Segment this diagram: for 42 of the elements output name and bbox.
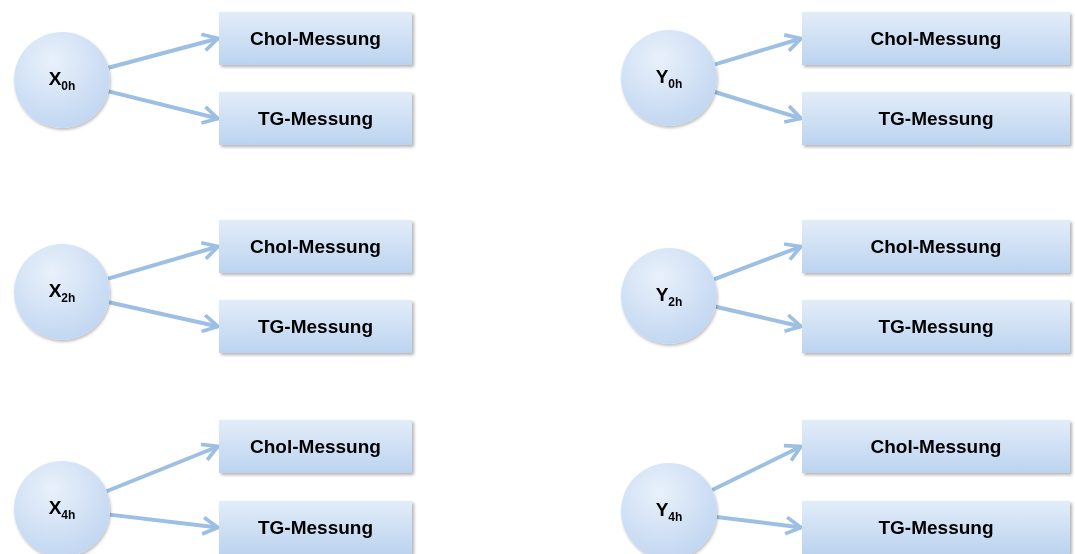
node-label: Y$_{2h}$ bbox=[655, 283, 683, 309]
node-label: X$_{2h}$ bbox=[48, 279, 76, 305]
node-label: Chol-Messung bbox=[870, 27, 1002, 50]
arrow bbox=[714, 33, 803, 67]
node-label: Chol-Messung bbox=[870, 435, 1002, 458]
arrow bbox=[107, 240, 220, 281]
node-label: TG-Messung bbox=[878, 107, 994, 130]
node-label: Chol-Messung bbox=[250, 435, 381, 458]
process-box bbox=[802, 420, 1070, 473]
node-label: X$_{4h}$ bbox=[48, 496, 76, 522]
node-label: TG-Messung bbox=[257, 107, 374, 130]
process-box bbox=[802, 12, 1070, 65]
process-box bbox=[219, 300, 412, 353]
process-box bbox=[219, 92, 412, 145]
node-label: Chol-Messung bbox=[250, 235, 381, 258]
process-box bbox=[219, 12, 412, 65]
arrow bbox=[105, 442, 220, 494]
process-box bbox=[802, 501, 1070, 554]
node-label: TG-Messung bbox=[257, 315, 374, 338]
arrow bbox=[108, 89, 220, 125]
node-label: X$_{0h}$ bbox=[48, 67, 76, 93]
process-box bbox=[802, 92, 1070, 145]
arrow bbox=[714, 90, 803, 124]
arrow bbox=[716, 514, 803, 536]
node-label: Chol-Messung bbox=[870, 235, 1002, 258]
arrow bbox=[107, 32, 220, 70]
node-label: TG-Messung bbox=[878, 516, 994, 539]
node-label: Chol-Messung bbox=[250, 27, 381, 50]
process-box bbox=[219, 220, 412, 273]
arrow bbox=[711, 443, 803, 492]
arrow bbox=[715, 304, 803, 334]
process-box bbox=[802, 300, 1070, 353]
process-box bbox=[219, 501, 412, 554]
node-label: Y$_{0h}$ bbox=[655, 65, 683, 91]
node-label: TG-Messung bbox=[257, 516, 374, 539]
arrow bbox=[108, 300, 220, 334]
node-label: TG-Messung bbox=[878, 315, 994, 338]
node-label: Y$_{4h}$ bbox=[655, 498, 683, 524]
arrow bbox=[713, 242, 803, 282]
process-box bbox=[219, 420, 412, 473]
process-box bbox=[802, 220, 1070, 273]
arrow bbox=[109, 512, 220, 536]
